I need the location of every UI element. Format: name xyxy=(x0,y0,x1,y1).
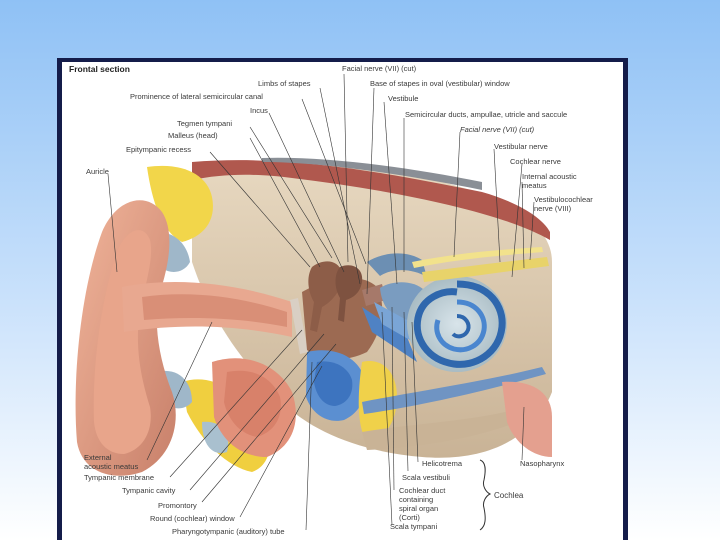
label-nasopharynx: Nasopharynx xyxy=(520,460,564,468)
label-semicircular-ducts: Semicircular ducts, ampullae, utricle an… xyxy=(405,111,567,119)
label-limbs-of-stapes: Limbs of stapes xyxy=(258,80,311,88)
label-facial-nerve-cut-right: Facial nerve (VII) (cut) xyxy=(460,126,534,134)
cochlea-brace xyxy=(480,460,490,530)
label-vestibulocochlear-2: nerve (VIII) xyxy=(534,205,571,213)
label-internal-meatus-2: meatus xyxy=(522,182,547,190)
label-epitympanic-recess: Epitympanic recess xyxy=(126,146,191,154)
label-pharyngotympanic-tube: Pharyngotympanic (auditory) tube xyxy=(172,528,285,536)
label-promontory: Promontory xyxy=(158,502,197,510)
label-scala-vestibuli: Scala vestibuli xyxy=(402,474,450,482)
label-tegmen-tympani: Tegmen tympani xyxy=(177,120,232,128)
anatomy-plate: Frontal section Facial nerve (VII) (cut)… xyxy=(62,62,623,540)
label-vestibulocochlear-1: Vestibulocochlear xyxy=(534,196,593,204)
label-tympanic-membrane: Tympanic membrane xyxy=(84,474,154,482)
label-tympanic-cavity: Tympanic cavity xyxy=(122,487,175,495)
label-cochlear-duct-1: Cochlear duct xyxy=(399,487,445,495)
label-cochlea: Cochlea xyxy=(494,492,523,500)
label-cochlear-duct-2: containing xyxy=(399,496,433,504)
label-base-of-stapes: Base of stapes in oval (vestibular) wind… xyxy=(370,80,510,88)
label-round-window: Round (cochlear) window xyxy=(150,515,235,523)
label-scala-tympani: Scala tympani xyxy=(390,523,437,531)
label-malleus-head: Malleus (head) xyxy=(168,132,218,140)
label-cochlear-duct-3: spiral organ xyxy=(399,505,438,513)
label-cochlear-nerve: Cochlear nerve xyxy=(510,158,561,166)
label-auricle: Auricle xyxy=(86,168,109,176)
section-title: Frontal section xyxy=(69,65,130,73)
label-external-meatus-2: acoustic meatus xyxy=(84,463,138,471)
label-vestibular-nerve: Vestibular nerve xyxy=(494,143,548,151)
label-incus: Incus xyxy=(250,107,268,115)
label-internal-meatus-1: Internal acoustic xyxy=(522,173,577,181)
label-vestibule: Vestibule xyxy=(388,95,418,103)
label-external-meatus-1: External xyxy=(84,454,112,462)
label-cochlear-duct-4: (Corti) xyxy=(399,514,420,522)
label-helicotrema: Helicotrema xyxy=(422,460,462,468)
label-facial-nerve-cut-top: Facial nerve (VII) (cut) xyxy=(342,65,416,73)
ear-illustration xyxy=(62,62,623,540)
label-prominence-lateral-canal: Prominence of lateral semicircular canal xyxy=(130,93,263,101)
